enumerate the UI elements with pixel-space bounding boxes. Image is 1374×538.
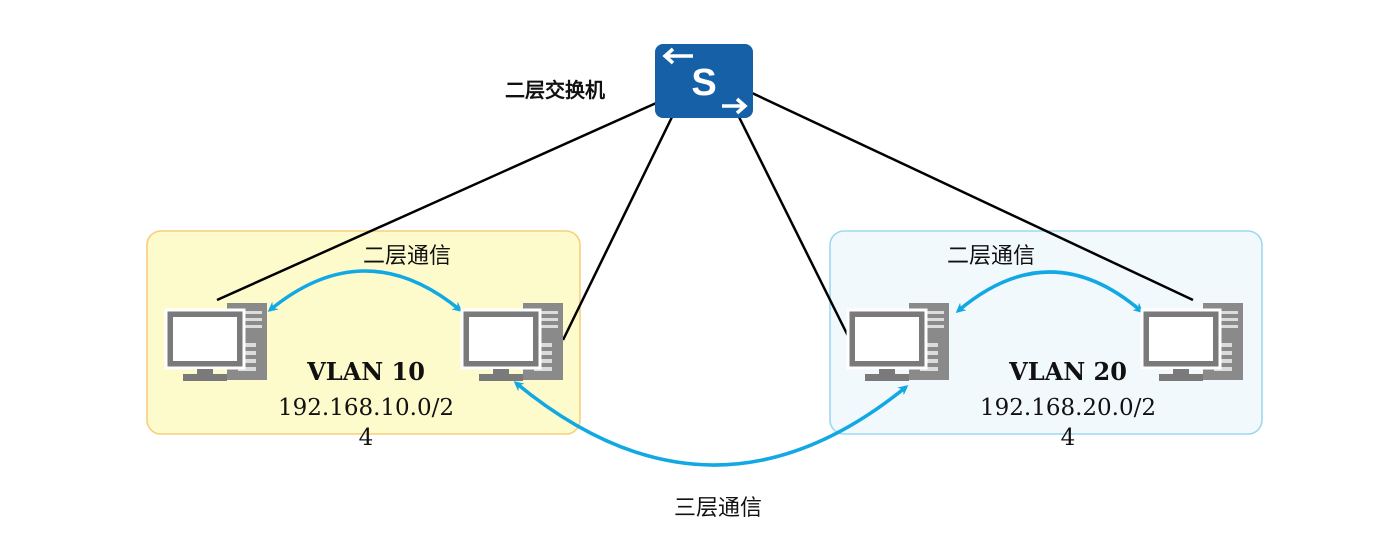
vlan10-subnet-line2: 4 xyxy=(358,425,374,451)
vlan20-name: VLAN 20 xyxy=(1009,357,1127,386)
vlan20-subnet-line2: 4 xyxy=(1060,425,1076,451)
vlan20-subnet-line1: 192.168.20.0/2 xyxy=(979,395,1156,421)
l2-label-vlan10: 二层通信 xyxy=(363,244,452,269)
svg-text:S: S xyxy=(691,62,716,104)
computer-icon-vlan10-a xyxy=(164,301,269,383)
uplink-pc2 xyxy=(561,116,674,341)
switch-label: 二层交换机 xyxy=(505,78,605,102)
l2-arrow-vlan20 xyxy=(955,270,1144,313)
uplink-pc4 xyxy=(751,91,1194,302)
l2-arrow-vlan10 xyxy=(267,269,463,312)
uplink-pc1 xyxy=(216,98,664,302)
l2-label-vlan20: 二层通信 xyxy=(947,244,1036,269)
vlan10-name: VLAN 10 xyxy=(307,357,425,386)
uplink-pc3 xyxy=(737,116,852,341)
computer-icon-vlan10-b xyxy=(460,301,565,383)
l3-label: 三层通信 xyxy=(674,496,763,521)
layer2-switch-icon: S xyxy=(655,44,753,118)
vlan10-subnet-line1: 192.168.10.0/2 xyxy=(277,395,454,421)
l3-arrow xyxy=(513,381,909,467)
computer-icon-vlan20-a xyxy=(846,301,951,383)
